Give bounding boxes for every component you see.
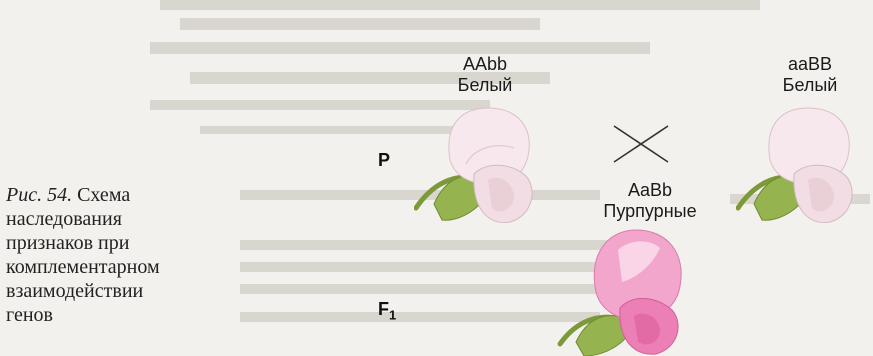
caption-line-5: взаимодействии bbox=[6, 279, 256, 303]
parent-left-genotype: AAbb bbox=[430, 54, 540, 75]
caption-line-4: комплементарном bbox=[6, 255, 256, 279]
parent-left-phenotype: Белый bbox=[430, 75, 540, 96]
caption-line-2: наследования bbox=[6, 207, 256, 231]
white-flower-right bbox=[736, 104, 873, 234]
white-flower-left bbox=[414, 104, 564, 234]
figure-caption: Рис. 54. Схема наследования признаков пр… bbox=[6, 183, 256, 327]
cross-icon bbox=[610, 122, 672, 166]
offspring-genotype: AaBb bbox=[590, 180, 710, 201]
caption-line-3: признаков при bbox=[6, 231, 256, 255]
caption-line-6: генов bbox=[6, 303, 256, 327]
parent-right-genotype: aaBB bbox=[760, 54, 860, 75]
offspring-phenotype: Пурпурные bbox=[575, 201, 725, 222]
parent-right-phenotype: Белый bbox=[760, 75, 860, 96]
caption-line-1: Схема bbox=[77, 184, 130, 206]
generation-p-label: P bbox=[378, 150, 390, 171]
purple-flower-offspring bbox=[556, 226, 706, 356]
caption-lead: Рис. 54. bbox=[6, 184, 72, 206]
generation-f1-label: F1 bbox=[378, 299, 396, 323]
